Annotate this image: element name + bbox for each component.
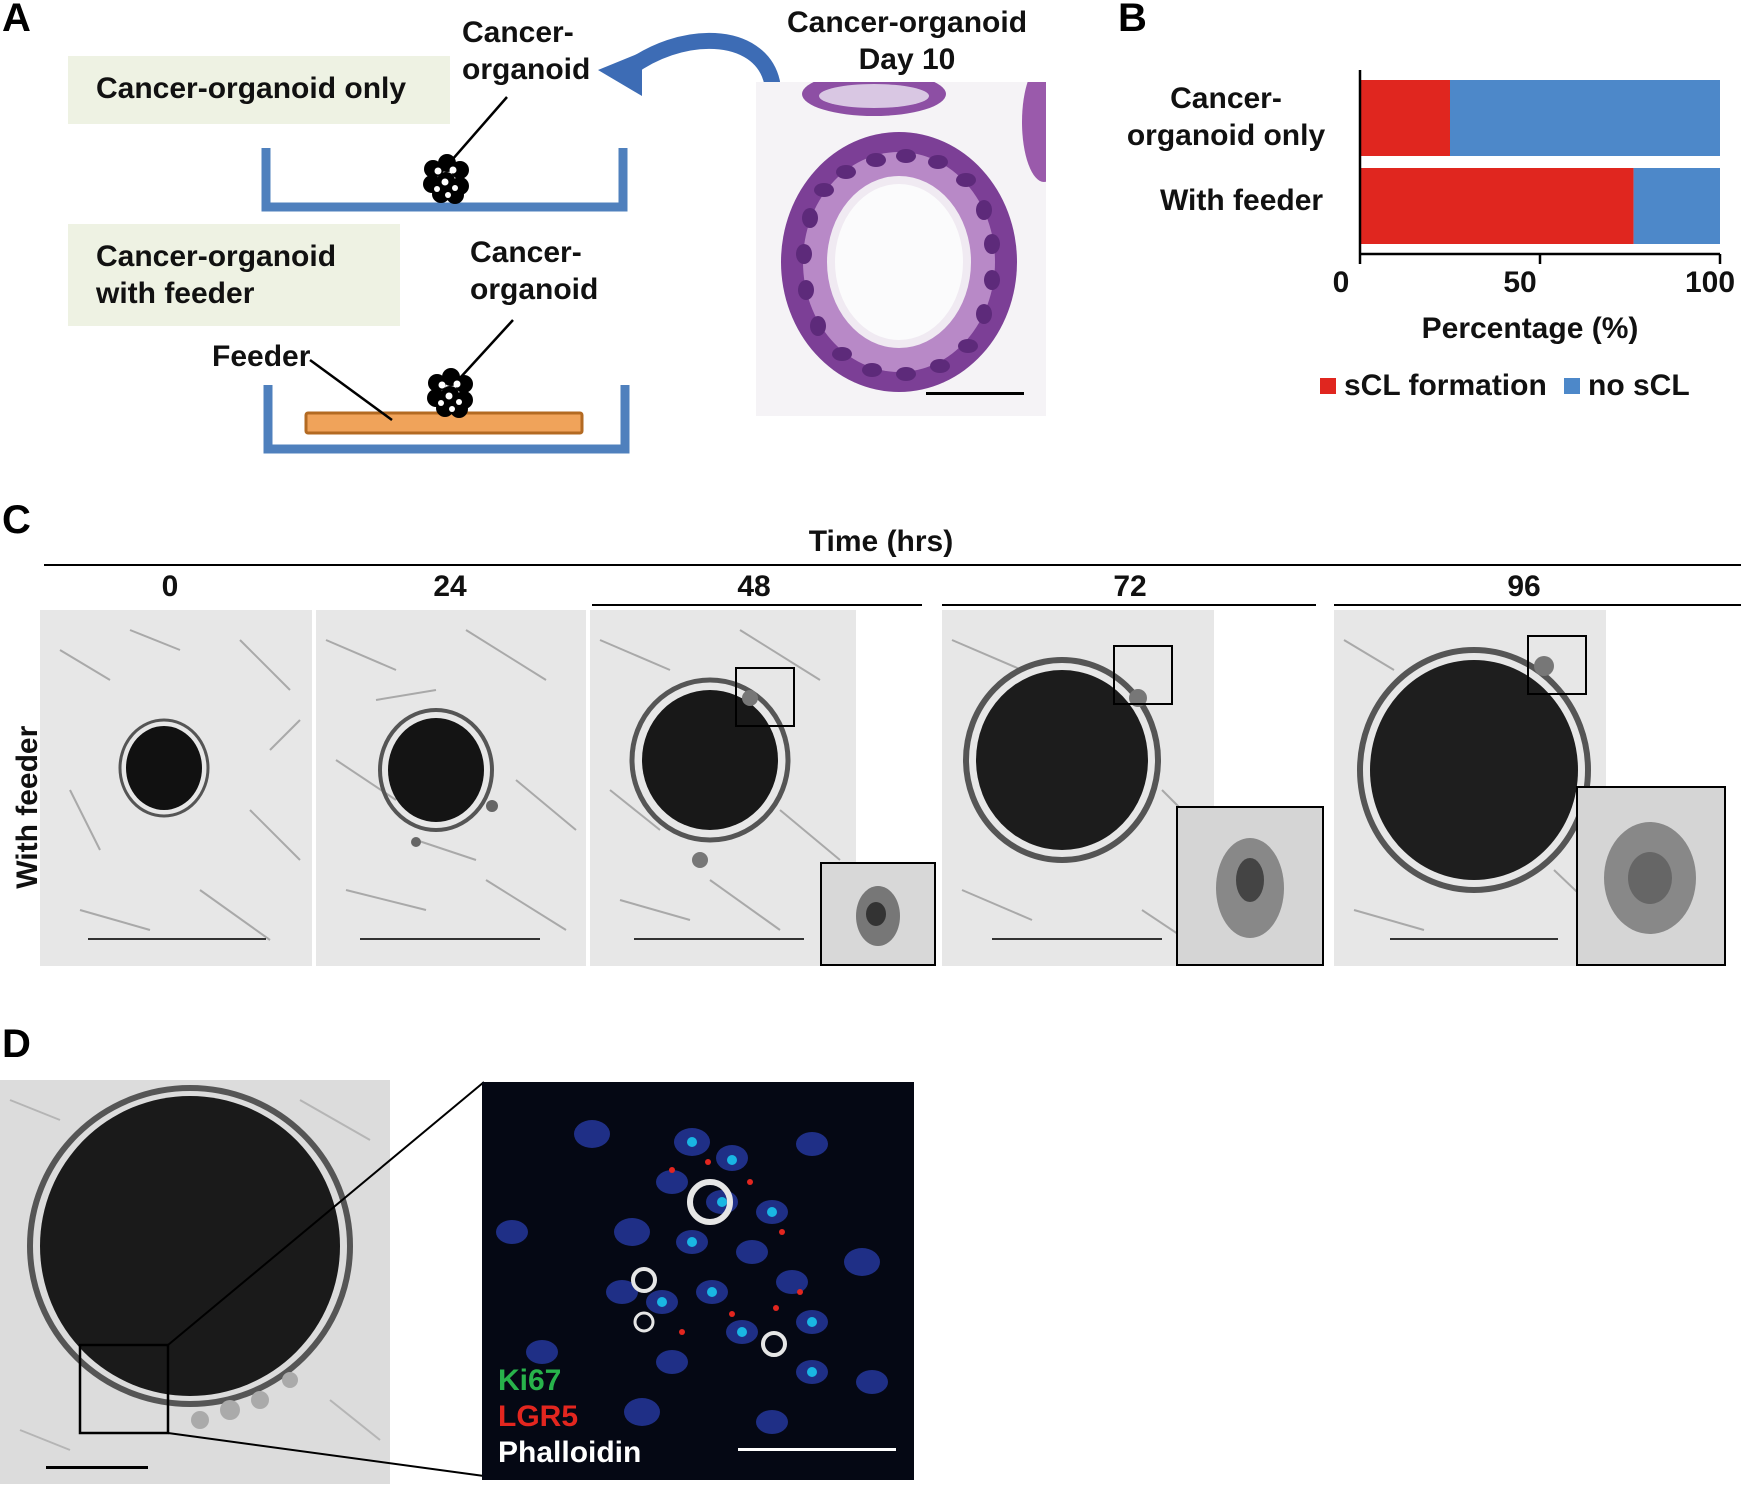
rule-48h bbox=[592, 604, 922, 606]
x-tick-50: 50 bbox=[1503, 266, 1537, 299]
ki67-signal bbox=[657, 1137, 817, 1377]
legend-swatch-scl bbox=[1320, 378, 1336, 394]
marker-ki67-label: Ki67 bbox=[498, 1364, 562, 1397]
condition-box-feeder: Cancer-organoid with feeder bbox=[68, 224, 400, 326]
category-label-1: With feeder bbox=[1160, 184, 1324, 217]
x-tick-100: 100 bbox=[1684, 266, 1736, 299]
micrograph-48h bbox=[590, 610, 856, 966]
dish-bottom bbox=[263, 385, 630, 454]
panel-label-a: A bbox=[2, 0, 31, 40]
marker-phalloidin-label: Phalloidin bbox=[498, 1436, 642, 1469]
condition-box-only: Cancer-organoid only bbox=[68, 56, 450, 124]
inset-72h bbox=[1176, 806, 1324, 966]
micrograph-96h bbox=[1334, 610, 1606, 966]
timepoint-48h: 48 bbox=[737, 570, 771, 603]
organoid-label-top-line2: organoid bbox=[462, 53, 591, 86]
phalloidin-signal bbox=[631, 1179, 787, 1357]
rule-96h bbox=[1334, 604, 1741, 606]
legend-label-no-scl: no sCL bbox=[1588, 369, 1690, 402]
x-axis-title: Percentage (%) bbox=[1421, 312, 1639, 345]
micrograph-24h bbox=[316, 610, 586, 966]
he-stain-image bbox=[756, 82, 1046, 416]
feeder-label: Feeder bbox=[212, 340, 311, 373]
culture-schematic bbox=[261, 32, 780, 454]
fluorescence-image: Ki67 LGR5 Phalloidin bbox=[482, 1082, 914, 1480]
timepoint-96h: 96 bbox=[1507, 570, 1541, 603]
roi-box-d bbox=[78, 1343, 170, 1435]
scalebar-fluorescence bbox=[738, 1448, 896, 1451]
brightfield-organoid bbox=[0, 1080, 390, 1484]
condition-feeder-label-line2: with feeder bbox=[96, 277, 255, 310]
scalebar-0h bbox=[88, 938, 266, 940]
timepoint-0h: 0 bbox=[161, 570, 179, 603]
zoom-lines bbox=[167, 1081, 485, 1477]
curved-arrow-icon bbox=[617, 32, 780, 90]
scalebar-72h bbox=[992, 938, 1162, 940]
micrograph-72h bbox=[942, 610, 1214, 966]
bar-with-feeder-no-scl bbox=[1633, 168, 1720, 244]
dapi-nuclei bbox=[496, 1120, 888, 1434]
x-tick-0: 0 bbox=[1332, 266, 1350, 299]
he-title-line1: Cancer-organoid bbox=[786, 6, 1028, 39]
panel-label-d: D bbox=[2, 1022, 31, 1066]
scalebar-48h bbox=[634, 938, 804, 940]
scalebar-brightfield bbox=[46, 1466, 148, 1469]
bar-with-feeder-scl bbox=[1360, 168, 1634, 244]
organoid-label-bottom-line2: organoid bbox=[470, 273, 599, 306]
feeder-pointer bbox=[309, 358, 393, 422]
panel-label-b: B bbox=[1118, 0, 1147, 40]
he-scalebar bbox=[926, 392, 1024, 395]
roi-box-72h bbox=[1113, 645, 1173, 705]
scalebar-24h bbox=[360, 938, 540, 940]
marker-lgr5-label: LGR5 bbox=[498, 1400, 579, 1433]
timepoint-72h: 72 bbox=[1113, 570, 1147, 603]
roi-box-48h bbox=[735, 667, 795, 727]
inset-48h bbox=[820, 862, 936, 966]
category-label-0-line1: Cancer- bbox=[1170, 82, 1282, 115]
category-label-0-line2: organoid only bbox=[1126, 119, 1326, 152]
arrow-head-icon bbox=[598, 52, 642, 96]
rule-72h bbox=[942, 604, 1316, 606]
time-axis-title: Time (hrs) bbox=[808, 525, 954, 558]
organoid-icon-bottom bbox=[427, 368, 473, 418]
inset-96h bbox=[1576, 786, 1726, 966]
legend-label-scl: sCL formation bbox=[1344, 369, 1547, 402]
condition-feeder-label-line1: Cancer-organoid bbox=[96, 240, 337, 273]
legend-swatch-no-scl bbox=[1564, 378, 1580, 394]
bar-organoid-only-scl bbox=[1360, 80, 1450, 156]
time-header-rule bbox=[44, 564, 1741, 566]
organoid-label-bottom-line1: Cancer- bbox=[470, 236, 582, 269]
organoid-icon-top bbox=[423, 154, 469, 204]
roi-box-96h bbox=[1527, 635, 1587, 695]
timepoint-24h: 24 bbox=[433, 570, 467, 603]
bar-organoid-only-no-scl bbox=[1450, 80, 1720, 156]
lgr5-signal bbox=[669, 1159, 803, 1335]
organoid-pointer-bottom bbox=[459, 319, 514, 379]
scalebar-96h bbox=[1390, 938, 1558, 940]
he-title-line2: Day 10 bbox=[858, 43, 956, 76]
dish-top bbox=[261, 148, 628, 212]
panel-label-c: C bbox=[2, 498, 31, 542]
organoid-label-top-line1: Cancer- bbox=[462, 16, 574, 49]
micrograph-0h bbox=[40, 610, 312, 966]
stacked-bar-chart bbox=[1358, 70, 1722, 264]
condition-only-label: Cancer-organoid only bbox=[96, 72, 407, 105]
